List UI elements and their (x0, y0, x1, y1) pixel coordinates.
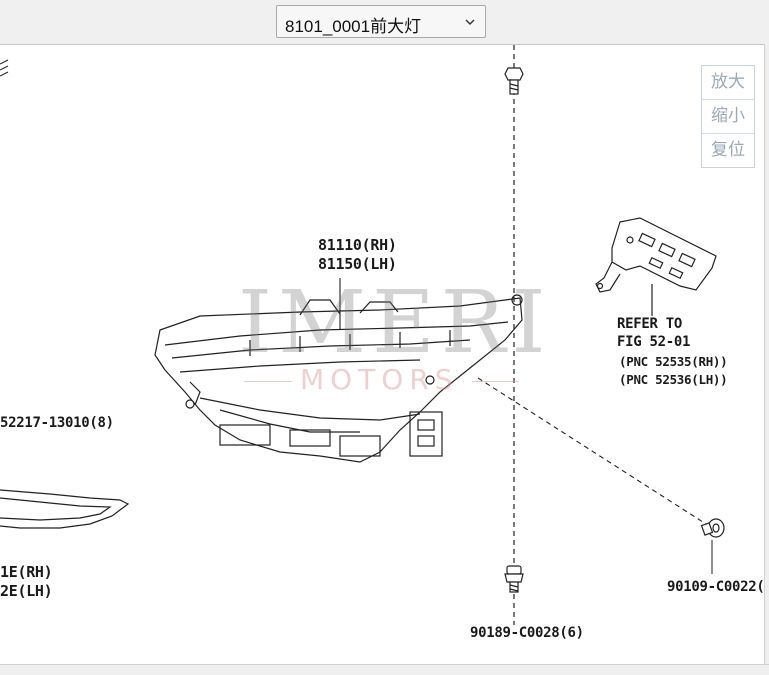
callout-refer-line3[interactable]: (PNC 52535(RH)) (619, 354, 728, 369)
callout-refer-line2: FIG 52-01 (617, 334, 691, 350)
callout-headlamp-lh[interactable]: 81150(LH) (318, 255, 397, 273)
top-bolt-drawing (504, 67, 524, 95)
callout-refer-line4[interactable]: (PNC 52536(LH)) (619, 372, 728, 387)
zoom-out-button[interactable]: 缩小 (702, 100, 754, 134)
parts-diagram (0, 45, 725, 625)
fastener-leader-line (477, 377, 707, 525)
chevron-down-icon (465, 19, 475, 25)
right-fastener-drawing (700, 518, 725, 574)
callout-refer-line1: REFER TO (617, 316, 683, 332)
zoom-reset-button[interactable]: 复位 (711, 140, 745, 160)
callout-part-52217[interactable]: 52217-13010(8) (0, 415, 114, 431)
callout-headlamp-rh[interactable]: 81110(RH) (318, 236, 397, 254)
diagram-viewer[interactable]: IMERI MOTORS 81110(RH) 81150(LH) REFER T… (0, 45, 764, 665)
toolbar: 8101_0001前大灯 (0, 0, 769, 45)
watermark-rule-left (244, 381, 292, 382)
diagram-fragment-top-left (0, 59, 9, 77)
callout-part-left-rh[interactable]: 1E(RH) (0, 563, 53, 581)
vertical-scrollbar[interactable] (764, 44, 769, 675)
left-panel-drawing (0, 489, 130, 529)
callout-part-90109[interactable]: 90109-C0022( (667, 579, 764, 595)
callout-part-90189[interactable]: 90189-C0028(6) (470, 625, 584, 641)
zoom-in-button[interactable]: 放大 (702, 66, 754, 100)
watermark-rule-right (472, 381, 518, 382)
zoom-controls: 放大 缩小 复位 (701, 65, 755, 168)
bottom-screw-drawing (504, 565, 524, 593)
diagram-select-value: 8101_0001前大灯 (285, 17, 422, 36)
diagram-select[interactable]: 8101_0001前大灯 (276, 5, 486, 38)
horizontal-scrollbar[interactable] (0, 664, 769, 675)
callout-part-left-lh[interactable]: 2E(LH) (0, 582, 53, 600)
headlamp-drawing (154, 294, 523, 463)
bracket-drawing (595, 217, 717, 316)
